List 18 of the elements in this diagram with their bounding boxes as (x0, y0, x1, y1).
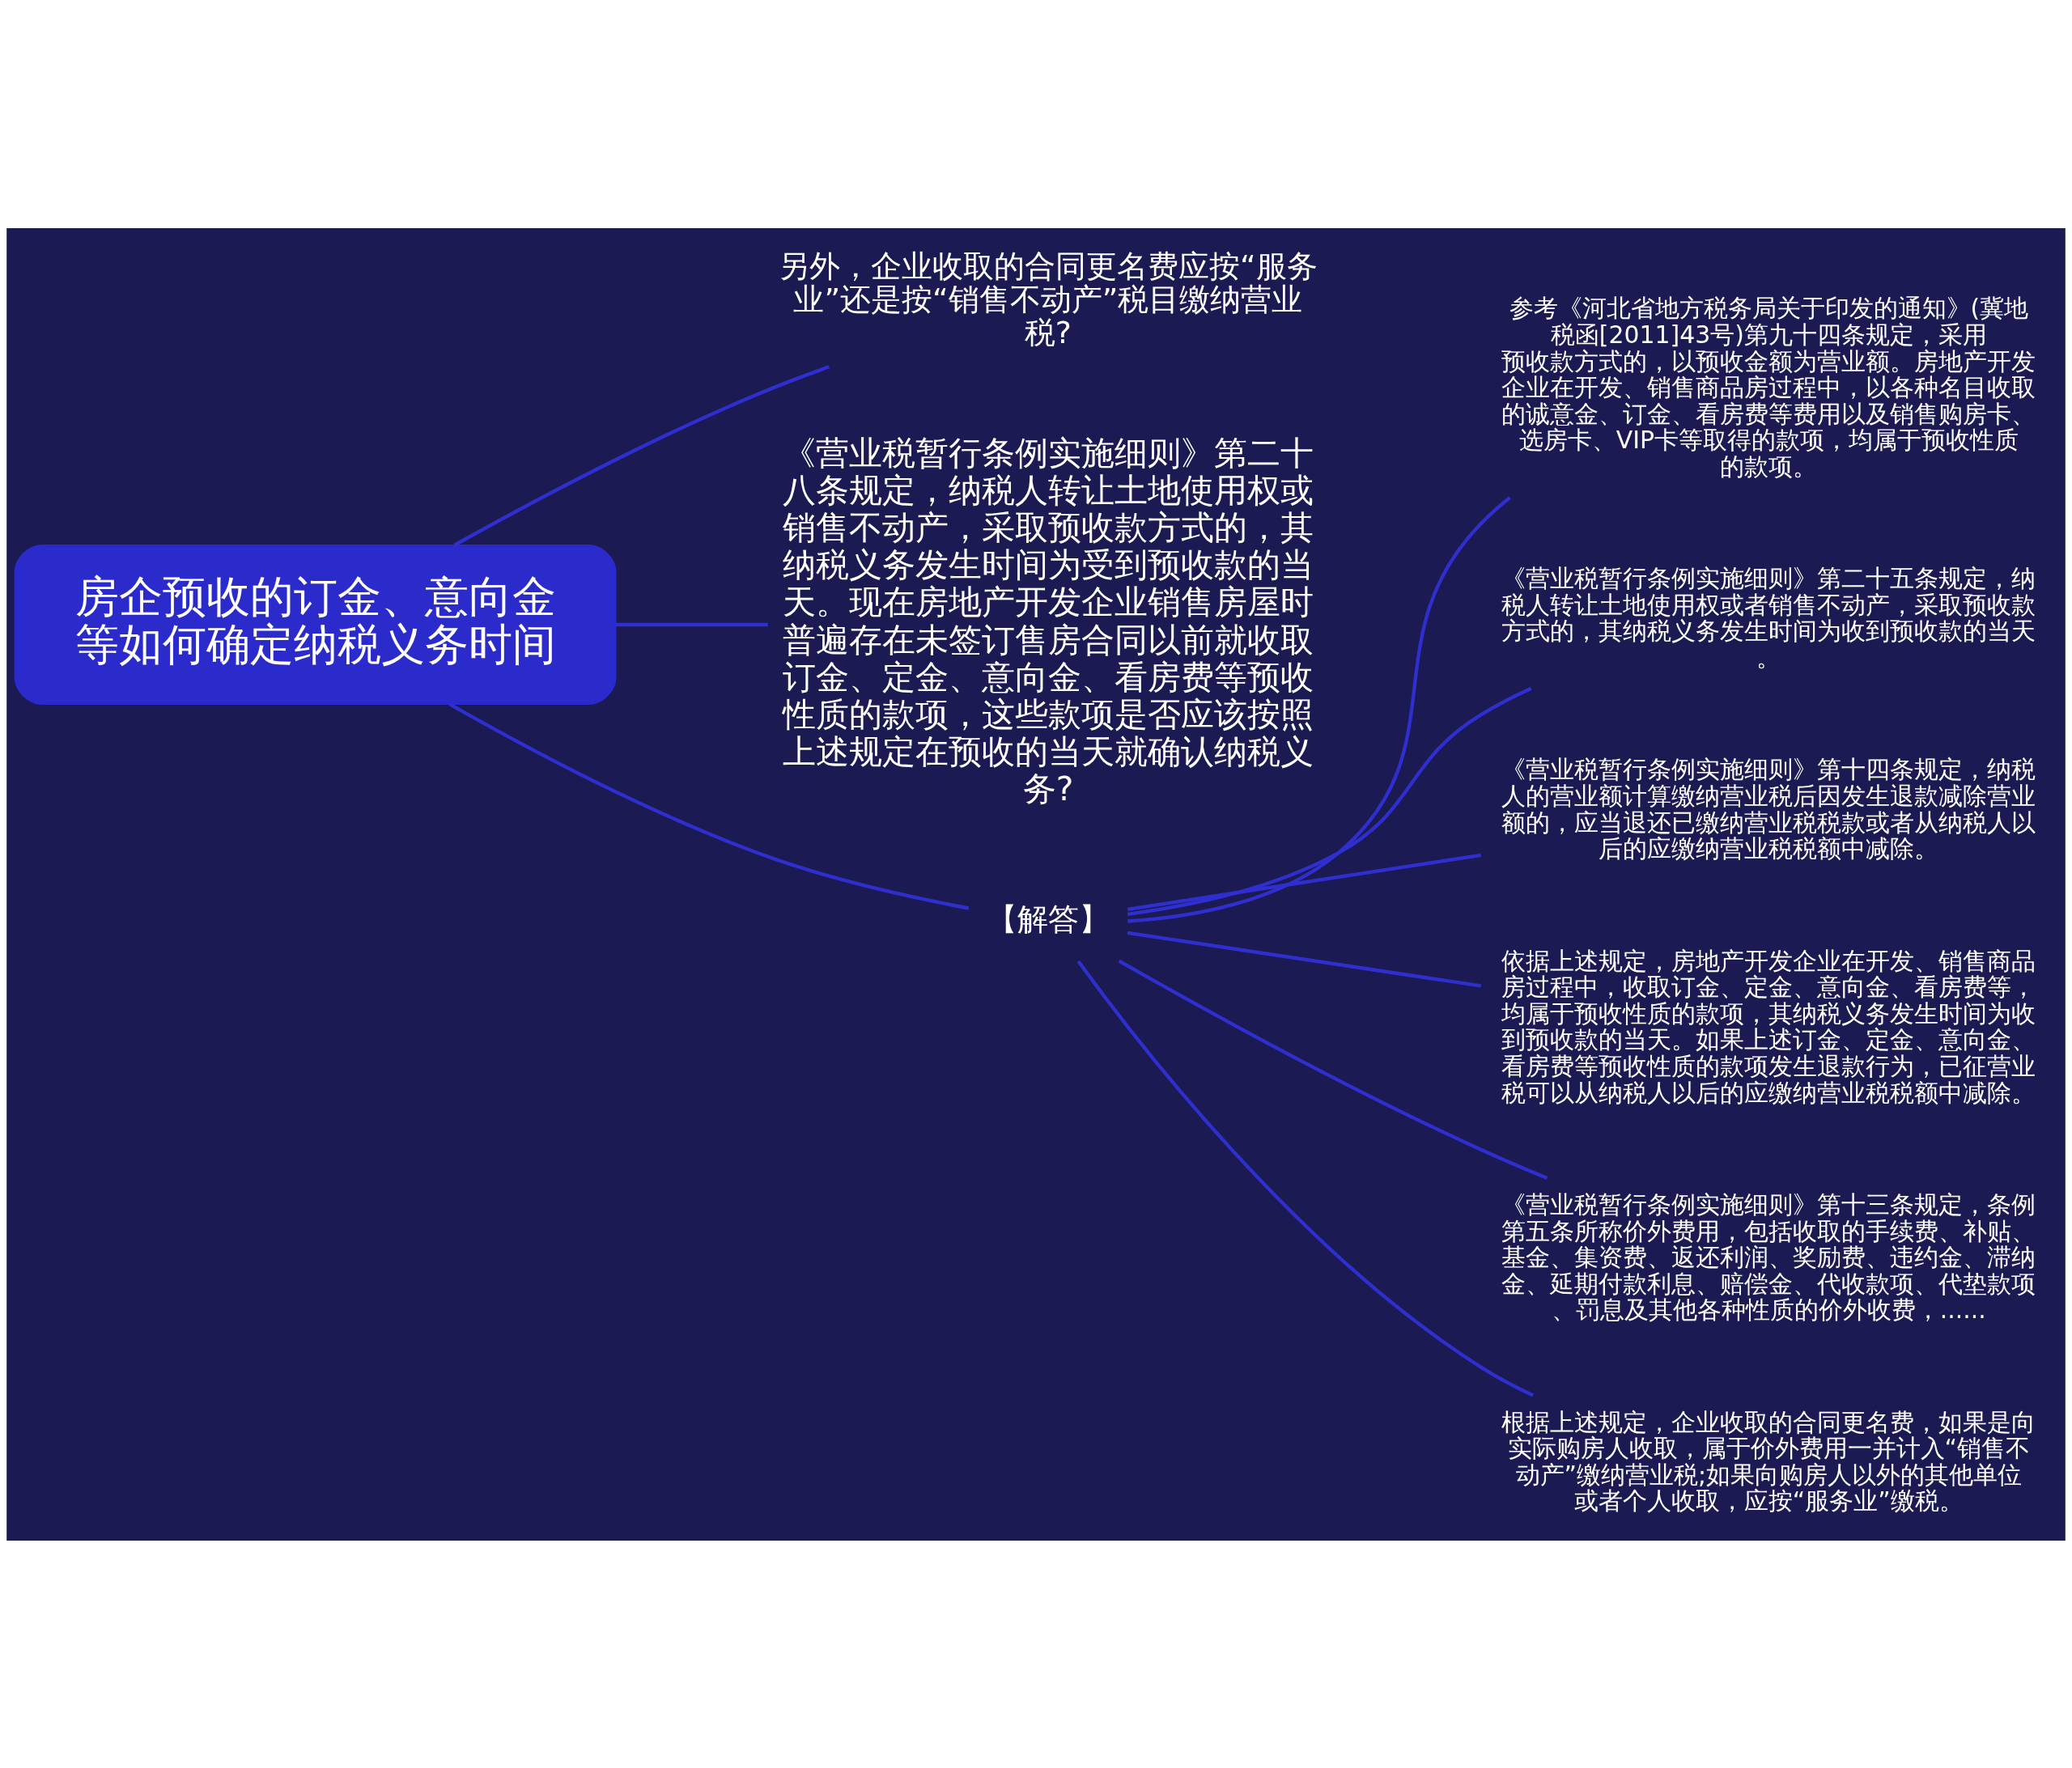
connector (1127, 853, 1481, 911)
connector (1118, 959, 1548, 1180)
connector (1127, 931, 1481, 988)
node-text: 【解答】 (986, 901, 1110, 937)
node-box: 房企预收的订金、意向金等如何确定纳税义务时间 (14, 544, 617, 705)
node-text: 根据上述规定，企业收取的合同更名费，如果是向实际购房人收取，属于价外费用一并计入“销售不动产”缴纳营业税;如果向购房人以外的其他单位或者个人收取，应按“服务业”缴税。 (1501, 1407, 2036, 1515)
connector (1127, 686, 1532, 916)
node-text: 参考《河北省地方税务局关于印发的通知》(冀地税函[2011]43号)第九十四条规定，采用预收款方式的，以预收金额为营业额。房地产开发企业在开发、销售商品房过程中，以各种名目收取的诚意金、订金、看房费等费用以及销售购房卡、选房卡、VIP卡等取得的款项，均属于预收性质的款项。 (1501, 293, 2036, 481)
node-text: 《营业税暂行条例实施细则》第二十八条规定，纳税人转让土地使用权或销售不动产，采取预收款方式的，其纳税义务发生时间为受到预收款的当天。现在房地产开发企业销售房屋时普遍存在未签订售房合同以前就收取订金、定金、意向金、看房费等预收性质的款项，这些款项是否应该按照上述规定在预收的当天就确认纳税义务? (782, 433, 1314, 808)
connector (453, 364, 830, 547)
connector (1127, 495, 1511, 923)
connector (1076, 960, 1534, 1397)
node-text: 《营业税暂行条例实施细则》第二十五条规定，纳税人转让土地使用权或者销售不动产，采取预收款方式的，其纳税义务发生时间为收到预收款的当天。 (1501, 563, 2036, 672)
node-text: 《营业税暂行条例实施细则》第十三条规定，条例第五条所称价外费用，包括收取的手续费、补贴、基金、集资费、返还利润、奖励费、违约金、滞纳金、延期付款利息、赔偿金、代收款项、代垫款项、罚息及其他各种性质的价外收费，...... (1501, 1189, 2036, 1324)
node-text: 另外，企业收取的合同更名费应按“服务业”还是按“销售不动产”税目缴纳营业税? (779, 248, 1318, 350)
node-text: 依据上述规定，房地产开发企业在开发、销售商品房过程中，收取订金、定金、意向金、看房费等，均属于预收性质的款项，其纳税义务发生时间为收到预收款的当天。如果上述订金、定金、意向金、看房费等预收性质的款项发生退款行为，已征营业税可以从纳税人以后的应缴纳营业税税额中减除。 (1501, 946, 2036, 1107)
connector (615, 622, 768, 626)
node-text: 《营业税暂行条例实施细则》第十四条规定，纳税人的营业额计算缴纳营业税后因发生退款减除营业额的，应当退还已缴纳营业税税款或者从纳税人以后的应缴纳营业税税额中减除。 (1501, 754, 2036, 863)
